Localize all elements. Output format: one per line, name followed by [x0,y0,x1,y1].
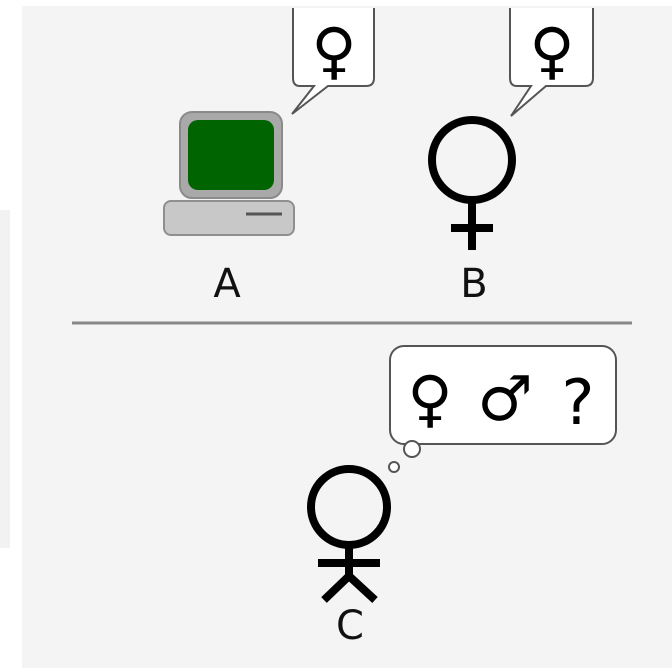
speech-bubble-b: ♀ [509,8,594,117]
bubble-c-female-symbol: ♀ [407,362,452,435]
bubble-c-male-symbol: ♂ [477,362,533,435]
side-strip [0,210,10,548]
label-b: B [460,261,488,307]
thought-bubble-c: ♀ ♂ ? [388,345,617,473]
female-symbol-icon [428,116,516,250]
bubble-b-female-symbol: ♀ [529,14,574,87]
bubble-a-female-symbol: ♀ [311,14,356,87]
stick-figure-icon [307,465,391,603]
computer-icon [163,111,295,236]
thought-dot-large [403,440,421,458]
bubble-c-question-mark: ? [562,366,595,439]
thought-dot-small [388,461,400,473]
speech-bubble-a: ♀ [291,8,375,115]
label-c: C [336,603,364,649]
label-a: A [213,261,241,307]
